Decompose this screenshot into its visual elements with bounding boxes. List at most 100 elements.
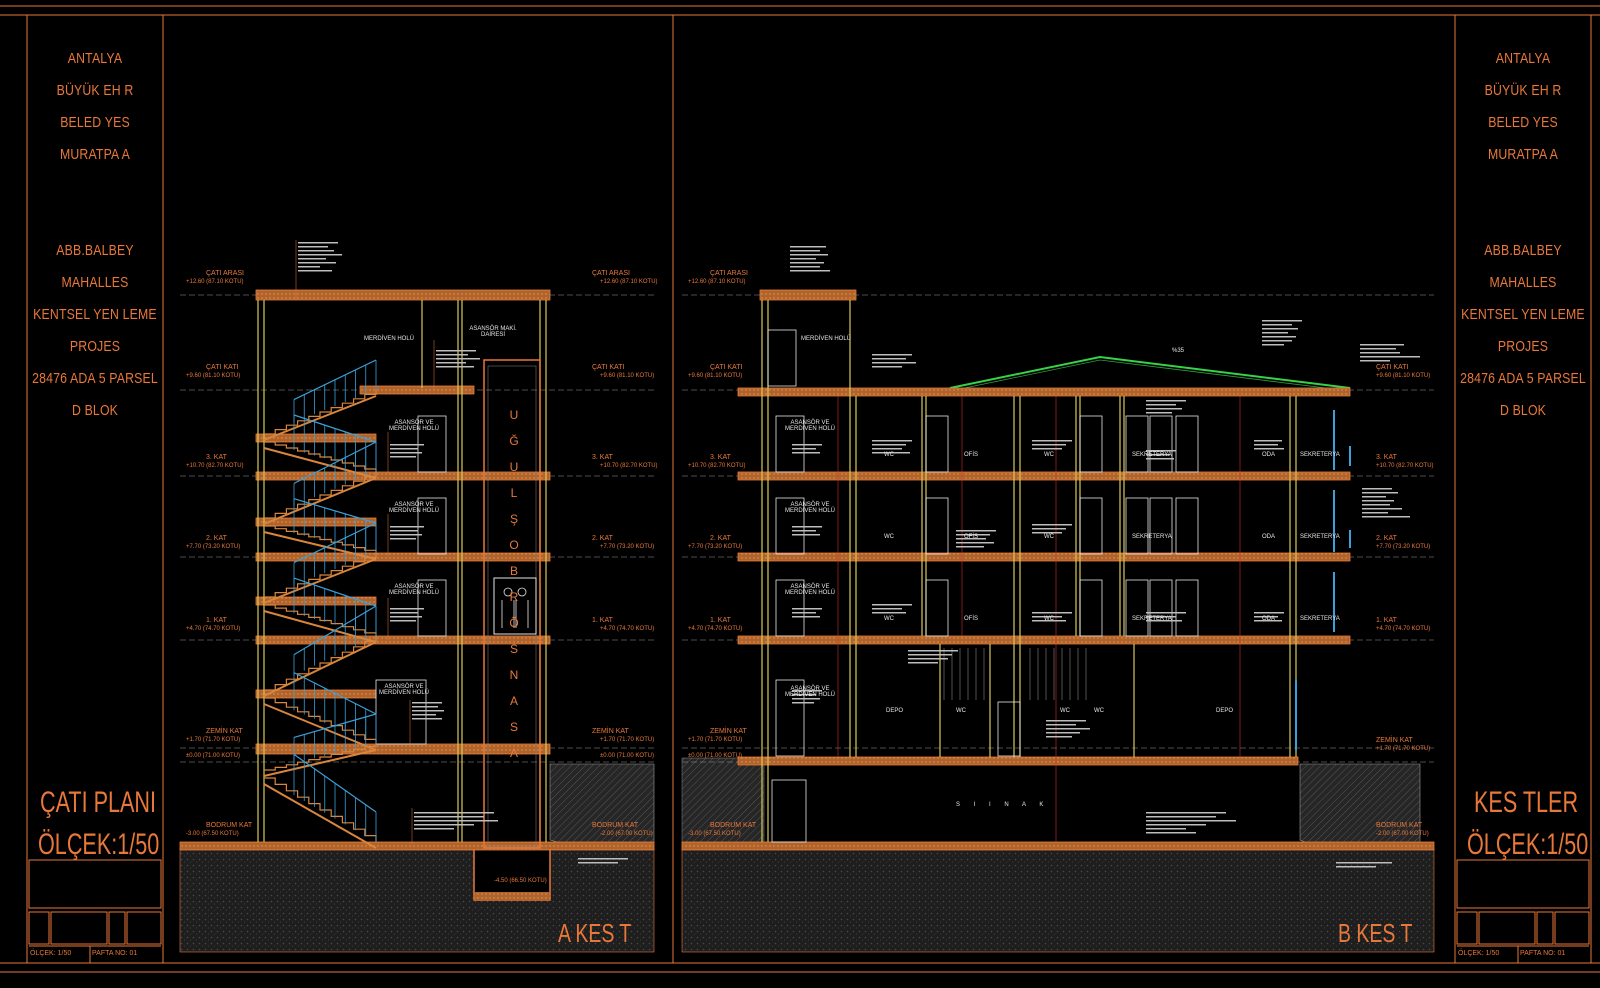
stair-flight: [264, 390, 377, 435]
room-label: OFİS: [964, 616, 979, 622]
title-line: 28476 ADA 5 PARSEL: [32, 370, 158, 387]
level-value: +4.70 (74.70 KOTU): [600, 626, 655, 632]
level-value: +4.70 (74.70 KOTU): [186, 626, 241, 632]
stair-room-label: ASANSÖR VE MERDİVEN HOLÜ: [784, 502, 835, 514]
level-label: 1. KAT: [592, 617, 613, 624]
scale-right: ÖLÇEK:1/50: [1467, 828, 1589, 861]
title-line: ABB.BALBEY: [56, 242, 134, 259]
title-line: BELED YES: [60, 114, 130, 131]
title-line: BELED YES: [1488, 114, 1558, 131]
stair-stringer: [263, 610, 377, 643]
room-label: SEKRETERYA: [1132, 616, 1172, 622]
level-value: +10.70 (82.70 KOTU): [688, 463, 746, 469]
level-value: +7.70 (73.20 KOTU): [1376, 544, 1431, 550]
shaft-letter: Ğ: [509, 434, 519, 448]
title-line: KENTSEL YEN LEME: [33, 306, 157, 323]
level-value: +9.60 (81.10 KOTU): [600, 373, 655, 379]
level-label: ZEMİN KAT: [206, 728, 243, 735]
level-value: +7.70 (73.20 KOTU): [688, 544, 743, 550]
level-label: ZEMİN KAT: [592, 728, 629, 735]
shaft-letter: B: [509, 564, 518, 578]
level-value: +9.60 (81.10 KOTU): [1376, 373, 1431, 379]
stair-flight: [264, 441, 377, 472]
roof-slope: %35: [1172, 348, 1185, 354]
room-label: SEKRETERYA: [1132, 452, 1172, 458]
level-value: ±0.00 (71.00 KOTU): [186, 753, 240, 759]
room-label: ODA: [1262, 452, 1276, 458]
ground-room-label: WC: [1094, 708, 1104, 714]
level-value: +1.70 (71.70 KOTU): [600, 737, 655, 743]
stair-room-label: ASANSÖR VE MERDİVEN HOLÜ: [784, 686, 835, 698]
room-label: SEKRETERYA: [1300, 534, 1340, 540]
room-label: WC: [1044, 534, 1054, 540]
level-label: ZEMİN KAT: [1376, 737, 1413, 744]
room-a-3: ASANSÖR VE MERDİVEN HOLÜ: [388, 502, 439, 514]
ground-room-label: WC: [1060, 708, 1070, 714]
level-value: -3.00 (67.50 KOTU): [688, 831, 741, 837]
level-value: -3.00 (67.50 KOTU): [186, 831, 239, 837]
stair-stringer: [263, 531, 377, 560]
title-line: KENTSEL YEN LEME: [1461, 306, 1585, 323]
level-value: +10.70 (82.70 KOTU): [186, 463, 244, 469]
stairs-a: [263, 359, 377, 849]
stair-stringer: [263, 477, 377, 525]
stair-flight: [264, 472, 377, 519]
level-value: +4.70 (74.70 KOTU): [1376, 626, 1431, 632]
room-label: WC: [1044, 452, 1054, 458]
stair-room-label: ASANSÖR VE MERDİVEN HOLÜ: [784, 584, 835, 596]
stair-flight: [264, 697, 377, 744]
level-label: 2. KAT: [206, 535, 227, 542]
footer-sheet-left: PAFTA NO: 01: [92, 950, 138, 957]
room-a-1: ASANSÖR MAKİ. DAİRESİ: [469, 326, 517, 338]
title-line: ANTALYA: [1495, 50, 1551, 67]
ground-room-label: DEPO: [1216, 708, 1234, 714]
level-label: 2. KAT: [710, 535, 731, 542]
level-label: ÇATI KATI: [206, 364, 239, 371]
ground-room-label: WC: [956, 708, 966, 714]
shaft-letter: A: [509, 746, 518, 760]
shaft-letter: Ö: [509, 616, 519, 630]
level-value: ±0.00 (71.00 KOTU): [600, 753, 654, 759]
footer-scale-left: ÖLÇEK: 1/50: [30, 950, 72, 957]
level-label: ÇATI ARASI: [592, 270, 630, 277]
level-value: +4.70 (74.70 KOTU): [688, 626, 743, 632]
sheet-title-left: ÇATI PLANI: [40, 786, 157, 819]
room-label: WC: [884, 452, 894, 458]
stair-room-label: MERDİVEN HOLÜ: [800, 336, 851, 342]
stair-flight: [264, 525, 377, 553]
section-a-drawing: [179, 240, 655, 953]
stair-room-label: ASANSÖR VE MERDİVEN HOLÜ: [784, 420, 835, 432]
basement-label: S I I N A K: [956, 802, 1050, 808]
title-line: ANTALYA: [67, 50, 123, 67]
stair-flight: [264, 553, 377, 598]
level-label: 1. KAT: [1376, 617, 1397, 624]
footer-scale-right: ÖLÇEK: 1/50: [1458, 950, 1500, 957]
level-label: 1. KAT: [710, 617, 731, 624]
room-label: SEKRETERYA: [1300, 452, 1340, 458]
title-line: ABB.BALBEY: [1484, 242, 1562, 259]
room-a-5: ASANSÖR VE MERDİVEN HOLÜ: [378, 684, 429, 696]
room-label: WC: [884, 534, 894, 540]
room-label: SEKRETERYA: [1132, 534, 1172, 540]
section-a-title: A KES T: [558, 918, 632, 948]
level-label: 3. KAT: [710, 454, 731, 461]
ground-room-label: DEPO: [886, 708, 904, 714]
level-value: +1.70 (71.70 KOTU): [186, 737, 241, 743]
level-value: +1.70 (71.70 KOTU): [1376, 746, 1431, 752]
level-label: 3. KAT: [206, 454, 227, 461]
title-line: MURATPA A: [59, 146, 131, 163]
level-value: +9.60 (81.10 KOTU): [688, 373, 743, 379]
room-label: ODA: [1262, 616, 1276, 622]
level-label: BODRUM KAT: [592, 822, 639, 829]
level-label: BODRUM KAT: [1376, 822, 1423, 829]
room-a-2: ASANSÖR VE MERDİVEN HOLÜ: [388, 420, 439, 432]
level-label: ÇATI KATI: [1376, 364, 1409, 371]
title-line: BÜYÜK EH R: [56, 82, 134, 99]
shaft-letter: O: [509, 538, 519, 552]
level-label: 3. KAT: [1376, 454, 1397, 461]
room-a-4: ASANSÖR VE MERDİVEN HOLÜ: [388, 584, 439, 596]
title-line: MURATPA A: [1487, 146, 1559, 163]
level-label: 3. KAT: [592, 454, 613, 461]
shaft-letter: S: [509, 642, 518, 656]
